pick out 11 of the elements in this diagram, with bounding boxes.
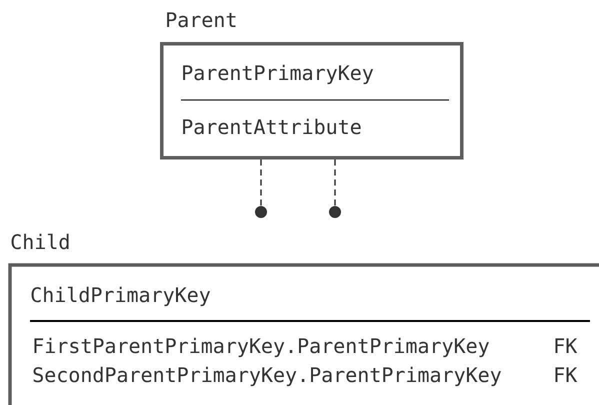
- entity-name: Child: [12, 234, 69, 250]
- attribute-text: FirstParentPrimaryKey.ParentPrimaryKey: [34, 338, 489, 358]
- key-attribute: ParentPrimaryKey: [183, 64, 374, 84]
- relationship-line: [329, 160, 341, 218]
- attribute-text: ParentAttribute: [183, 118, 361, 134]
- entity-name: Parent: [167, 12, 236, 28]
- relationship-line: [255, 160, 267, 218]
- fk-marker: FK: [555, 367, 578, 382]
- attribute-text: SecondParentPrimaryKey.ParentPrimaryKey: [34, 366, 501, 386]
- fk-marker: FK: [555, 338, 578, 353]
- key-attribute: ChildPrimaryKey: [32, 286, 210, 306]
